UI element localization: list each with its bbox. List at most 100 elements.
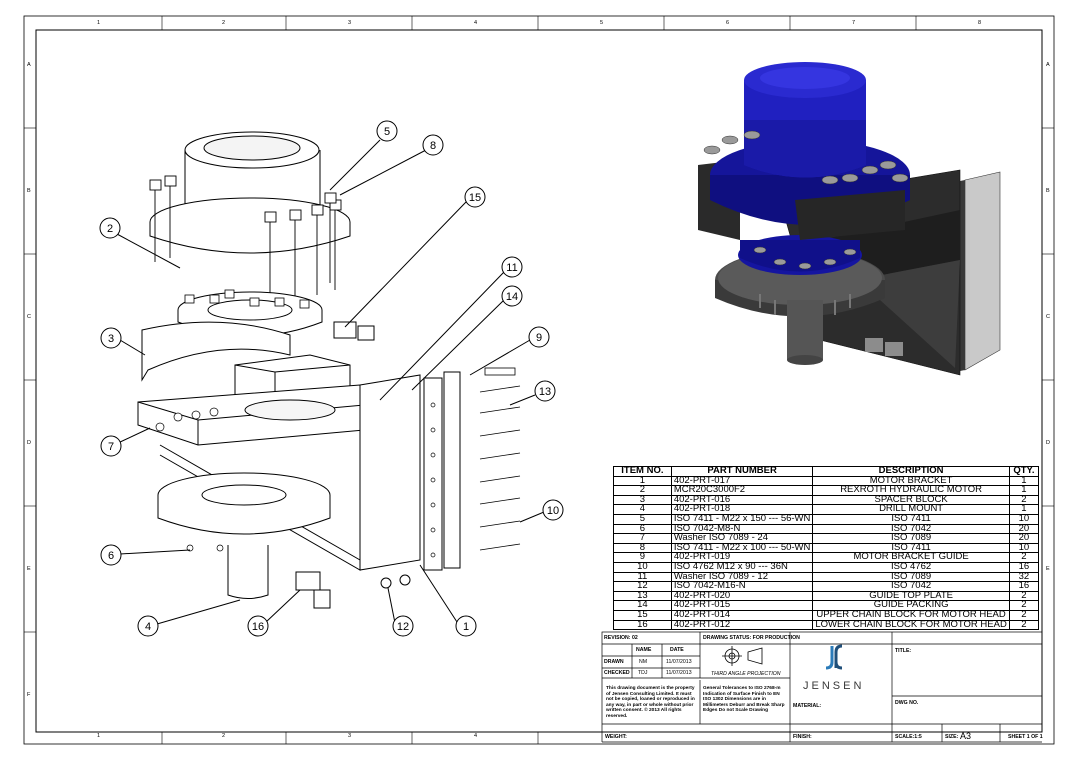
zone-row-a: A [27,62,31,68]
balloon-8 [422,134,444,156]
balloon-label-1: 1 [463,621,469,633]
balloon-label-6: 6 [108,550,114,562]
bom-item-no: 2 [613,485,672,496]
bom-description: MOTOR BRACKET GUIDE [812,552,1010,563]
bom-description: UPPER CHAIN BLOCK FOR MOTOR HEAD [812,609,1010,621]
date-col-label: DATE [670,647,684,653]
projection-label: THIRD ANGLE PROJECTION [711,671,781,677]
balloon-label-14: 14 [506,291,518,303]
bom-item-no: 12 [613,581,672,592]
zone-row-d: D [27,440,31,446]
balloon-label-7: 7 [108,441,114,453]
bom-qty: 2 [1008,609,1040,621]
balloon-15 [464,186,486,208]
bom-part-number: ISO 7411 - M22 x 150 --- 56-WN [670,513,814,525]
bom-item-no: 1 [613,475,672,487]
zone-row-f: F [27,692,31,698]
balloon-1 [455,615,477,637]
balloons [99,120,564,637]
bom-qty: 1 [1008,475,1040,487]
ownership-notice: This drawing document is the property of… [606,686,695,719]
bom-description: MOTOR BRACKET [812,475,1010,487]
bom-description: ISO 7411 [812,542,1010,554]
bom-item-no: 10 [613,561,672,573]
drawing-status: DRAWING STATUS: FOR PRODUCTION [703,635,800,641]
bom-item-no: 9 [613,552,672,563]
balloon-7 [100,435,122,457]
balloon-10 [542,499,564,521]
zone-bottom-2: 2 [222,733,226,739]
balloon-label-2: 2 [107,223,113,235]
zone-bottom-4: 4 [474,733,478,739]
balloon-label-16: 16 [252,621,264,633]
bom-header-item: ITEM NO. [613,466,672,477]
dwg-no-label: DWG NO. [895,700,919,706]
bom-qty: 32 [1008,571,1040,583]
bom-part-number: 402-PRT-016 [670,494,814,506]
bom-part-number: 402-PRT-015 [670,600,814,611]
jensen-logo-icon [825,644,843,670]
balloon-4 [137,615,159,637]
zone-col-1: 1 [97,20,101,26]
balloon-16 [247,615,269,637]
bom-qty: 1 [1008,485,1040,496]
bom-description: ISO 7089 [812,533,1010,544]
balloon-label-4: 4 [145,621,151,633]
bom-description: REXROTH HYDRAULIC MOTOR [812,485,1010,496]
scale-label: SCALE:1:5 [895,734,922,740]
bom-item-no: 11 [613,571,672,583]
material-label: MATERIAL: [793,703,822,709]
bom-part-number: ISO 7411 - M22 x 100 --- 50-WN [670,542,814,554]
bom-qty: 16 [1008,581,1040,592]
balloon-label-8: 8 [430,140,436,152]
sheet-label: SHEET 1 OF 1 [1008,734,1043,740]
bom-qty: 2 [1008,619,1040,631]
size-value: A3 [960,731,972,741]
bom-part-number: Washer ISO 7089 - 24 [670,533,814,544]
bom-part-number: Washer ISO 7089 - 12 [670,571,814,583]
zone-col-4: 4 [474,20,478,26]
bom-item-no: 5 [613,513,672,525]
bom-qty: 2 [1008,494,1040,506]
bom-header-part: PART NUMBER [670,466,814,477]
outer-border [23,15,1055,745]
balloon-label-3: 3 [108,333,114,345]
bom-description: ISO 7411 [812,513,1010,525]
bom-description: GUIDE TOP PLATE [812,590,1010,602]
bom-item-no: 7 [613,533,672,544]
exploded-view [137,131,521,609]
drawn-name: NM [639,659,648,665]
zone-row-b-right: B [1046,188,1050,194]
bom-qty: 10 [1008,513,1040,525]
bom-description: DRILL MOUNT [812,504,1010,515]
bom-description: ISO 4762 [812,561,1010,573]
bom-part-number: 402-PRT-020 [670,590,814,602]
balloon-13 [534,380,556,402]
bom-item-no: 13 [613,590,672,602]
bom-description: GUIDE PACKING [812,600,1010,611]
zone-row-e: E [27,566,31,572]
balloon-5 [376,120,398,142]
bom-description: LOWER CHAIN BLOCK FOR MOTOR HEAD [812,619,1010,631]
zone-bottom-3: 3 [348,733,352,739]
drawn-label: DRAWN [604,659,624,665]
bom-part-number: 402-PRT-017 [670,475,814,487]
bom-item-no: 8 [613,542,672,554]
bom-description: ISO 7042 [812,581,1010,592]
drawn-date: 11/07/2013 [666,659,692,665]
size-label: SIZE: [945,734,959,740]
balloon-label-11: 11 [506,262,517,274]
bom-qty: 1 [1008,504,1040,515]
